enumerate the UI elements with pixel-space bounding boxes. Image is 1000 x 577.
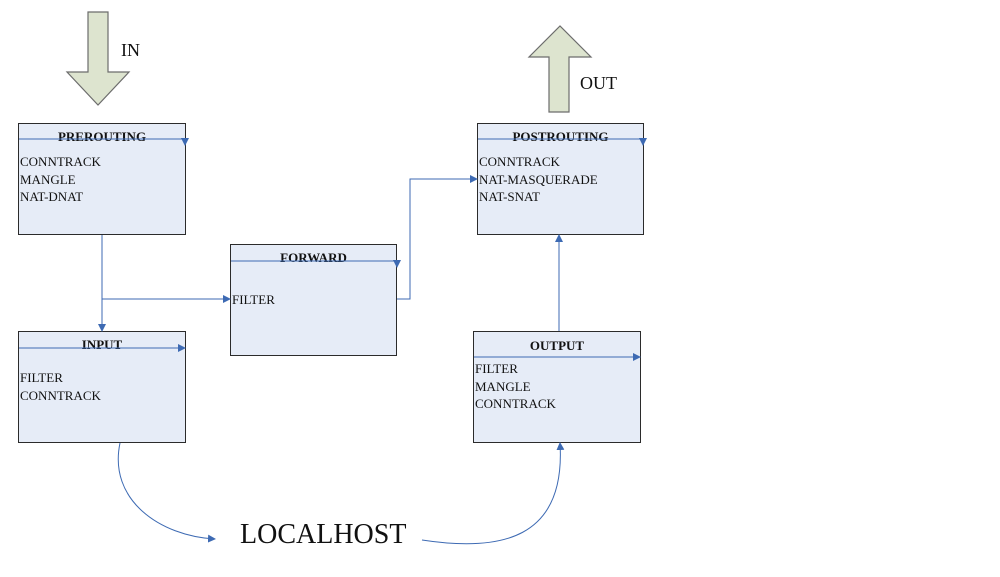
prerouting-item-nat-dnat: NAT-DNAT — [20, 189, 84, 204]
prerouting-items: CONNTRACK MANGLE NAT-DNAT — [20, 153, 101, 206]
output-items: FILTER MANGLE CONNTRACK — [475, 360, 556, 413]
forward-items: FILTER — [232, 291, 275, 309]
prerouting-chain-box: PREROUTING CONNTRACK MANGLE NAT-DNAT — [18, 123, 186, 235]
out-big-arrow-icon — [527, 25, 593, 113]
in-label: IN — [121, 40, 140, 60]
input-items: FILTER CONNTRACK — [20, 369, 101, 404]
input-item-filter: FILTER — [20, 370, 63, 385]
prerouting-item-mangle: MANGLE — [20, 171, 76, 187]
postrouting-item-nat-snat: NAT-SNAT — [479, 189, 540, 204]
postrouting-title-arrow — [478, 138, 647, 146]
postrouting-title: POSTROUTING — [512, 129, 609, 144]
postrouting-item-conntrack: CONNTRACK — [479, 154, 560, 169]
output-item-filter: FILTER — [475, 361, 518, 376]
forward-title-arrow — [231, 260, 401, 268]
prerouting-title-arrow — [19, 138, 189, 146]
prerouting-title: PREROUTING — [57, 129, 147, 144]
input-item-conntrack: CONNTRACK — [20, 387, 101, 403]
output-item-conntrack: CONNTRACK — [475, 396, 556, 411]
prerouting-item-conntrack: CONNTRACK — [20, 154, 101, 169]
forward-item-filter: FILTER — [232, 292, 275, 307]
out-label: OUT — [580, 73, 617, 93]
input-to-localhost-arrow — [117, 442, 216, 543]
output-title: OUTPUT — [529, 338, 585, 353]
forward-chain-box: FORWARD FILTER — [230, 244, 397, 356]
output-chain-box: OUTPUT FILTER MANGLE CONNTRACK — [473, 331, 641, 443]
output-item-mangle: MANGLE — [475, 378, 531, 394]
postrouting-item-nat-masquerade: NAT-MASQUERADE — [479, 171, 598, 187]
input-chain-box: INPUT FILTER CONNTRACK — [18, 331, 186, 443]
localhost-label: LOCALHOST — [240, 519, 407, 550]
localhost-to-output-arrow — [421, 442, 565, 545]
forward-to-postrouting-arrow — [397, 175, 478, 300]
in-big-arrow-icon — [65, 11, 131, 106]
postrouting-items: CONNTRACK NAT-MASQUERADE NAT-SNAT — [479, 153, 598, 206]
